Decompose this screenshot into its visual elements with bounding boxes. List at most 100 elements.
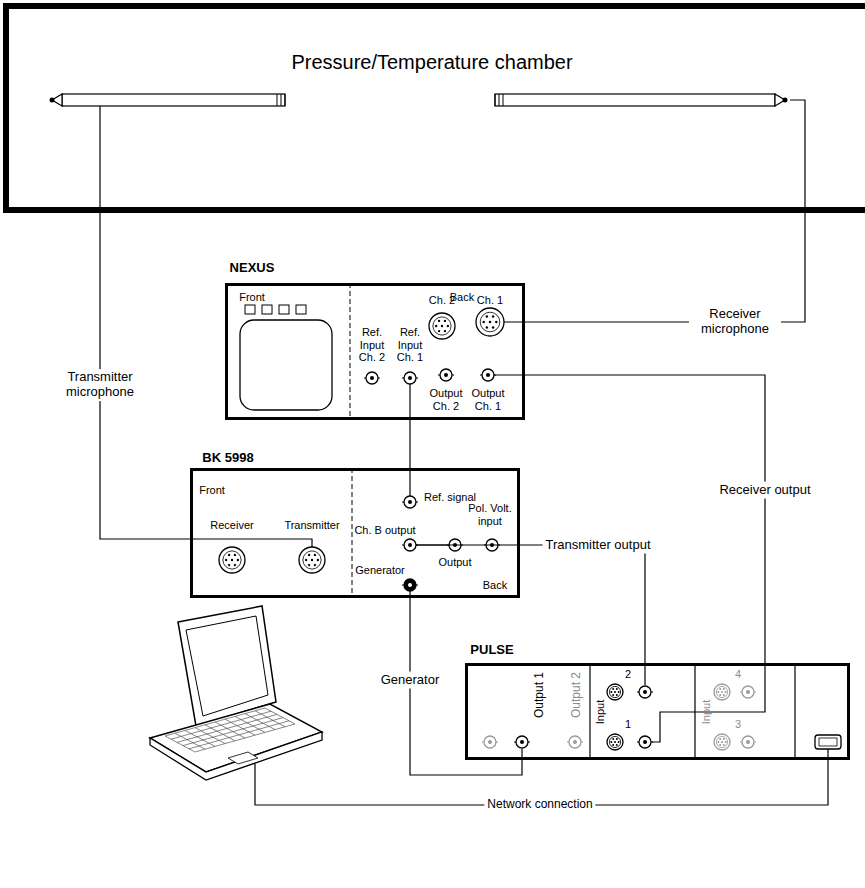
- panel-label: Ref. Input Ch. 1: [393, 326, 427, 364]
- multipin-pin: [447, 325, 449, 327]
- instrument-name: BK 5998: [202, 451, 253, 466]
- bnc-nub: [480, 375, 482, 376]
- keyboard-column: [165, 736, 195, 752]
- bnc-ring: [404, 372, 416, 384]
- multipin-pin: [228, 564, 230, 566]
- laptop-front: [150, 732, 322, 780]
- keyboard-column: [195, 728, 225, 744]
- multipin-pin: [717, 741, 719, 743]
- bnc-ring: [569, 736, 581, 748]
- cable-label: Transmitter microphone: [54, 369, 146, 401]
- bnc-connector: [402, 579, 418, 591]
- bnc-pin: [643, 740, 647, 744]
- multipin-pin: [308, 564, 310, 566]
- multipin-pin: [721, 741, 723, 743]
- multipin-pin: [314, 564, 316, 566]
- cable-label: Generator: [378, 672, 443, 689]
- laptop-display: [186, 616, 268, 716]
- multipin-inner: [223, 551, 241, 569]
- bnc-nub: [754, 692, 756, 693]
- multipin-ring: [299, 547, 325, 573]
- multipin-connector: [429, 313, 455, 339]
- cable-label: Transmitter output: [542, 537, 653, 554]
- multipin-pin: [610, 741, 612, 743]
- multipin-pin: [618, 741, 620, 743]
- panel-label: Ref. Input Ch. 2: [355, 326, 389, 364]
- panel-label: Ref. signal: [424, 491, 476, 504]
- microphone-ring: [277, 94, 278, 106]
- multipin-connector: [607, 684, 623, 700]
- multipin-pin: [486, 326, 489, 329]
- bnc-connector: [364, 372, 380, 384]
- multipin-connector: [714, 684, 730, 700]
- bnc-ring: [639, 736, 651, 748]
- microphone-ring: [281, 94, 282, 106]
- multipin-pin: [492, 326, 495, 329]
- bnc-ring: [639, 686, 651, 698]
- cable-label: Receiver microphone: [689, 306, 781, 338]
- multipin-connector: [299, 547, 325, 573]
- multipin-inner: [716, 686, 727, 697]
- bnc-nub: [378, 378, 380, 379]
- microphone-ring: [503, 94, 504, 106]
- bnc-connector: [438, 369, 454, 381]
- panel-label: Output 1: [533, 672, 547, 718]
- multipin-pin: [231, 559, 233, 561]
- bnc-pin: [408, 583, 412, 587]
- instrument-name: NEXUS: [230, 261, 275, 276]
- bnc-nub: [452, 375, 454, 376]
- multipin-connector: [219, 547, 245, 573]
- bnc-connector: [637, 686, 653, 698]
- multipin-connector: [476, 308, 504, 336]
- multipin-pin: [614, 741, 616, 743]
- front-button: [296, 305, 306, 314]
- bnc-ring: [516, 736, 528, 748]
- panel-label: 1: [625, 718, 631, 731]
- panel-label: 2: [625, 668, 631, 681]
- front-button: [245, 305, 255, 314]
- bnc-pin: [573, 740, 577, 744]
- multipin-pin: [225, 559, 227, 561]
- network-port-inner: [819, 738, 837, 746]
- multipin-pin: [616, 744, 618, 746]
- panel-label: Output Ch. 1: [468, 387, 508, 412]
- multipin-pin: [614, 691, 616, 693]
- multipin-pin: [723, 738, 725, 740]
- multipin-connector: [714, 734, 730, 750]
- microphone-ring: [499, 94, 500, 106]
- bnc-nub: [740, 742, 742, 743]
- bnc-nub: [754, 742, 756, 743]
- multipin-pin: [444, 320, 446, 322]
- multipin-pin: [234, 554, 236, 556]
- multipin-ring: [714, 684, 730, 700]
- multipin-pin: [612, 738, 614, 740]
- multipin-pin: [725, 691, 727, 693]
- multipin-ring: [219, 547, 245, 573]
- bnc-ring: [742, 686, 754, 698]
- multipin-pin: [495, 321, 498, 324]
- multipin-inner: [433, 317, 451, 335]
- keyboard-column: [265, 708, 295, 724]
- multipin-pin: [317, 559, 319, 561]
- panel-label: 4: [735, 668, 741, 681]
- bnc-connector: [740, 686, 756, 698]
- multipin-pin: [482, 321, 485, 324]
- bnc-nub: [637, 692, 639, 693]
- panel-label: Ch. 2: [429, 294, 455, 307]
- microphone: [50, 94, 286, 106]
- multipin-pin: [311, 559, 313, 561]
- bnc-pin: [746, 740, 750, 744]
- instrument-panel: NEXUSFrontBackRef. Input Ch. 2Ref. Input…: [225, 283, 525, 420]
- multipin-pin: [305, 559, 307, 561]
- microphone-body: [62, 94, 285, 106]
- bnc-connector: [402, 496, 418, 508]
- keyboard-column: [245, 714, 275, 730]
- bnc-connector: [637, 736, 653, 748]
- bnc-nub: [651, 692, 653, 693]
- multipin-ring: [429, 313, 455, 339]
- cable: [409, 384, 410, 496]
- panel-label: 3: [735, 718, 741, 731]
- microphone-tip-dot: [783, 98, 788, 103]
- front-button: [262, 305, 272, 314]
